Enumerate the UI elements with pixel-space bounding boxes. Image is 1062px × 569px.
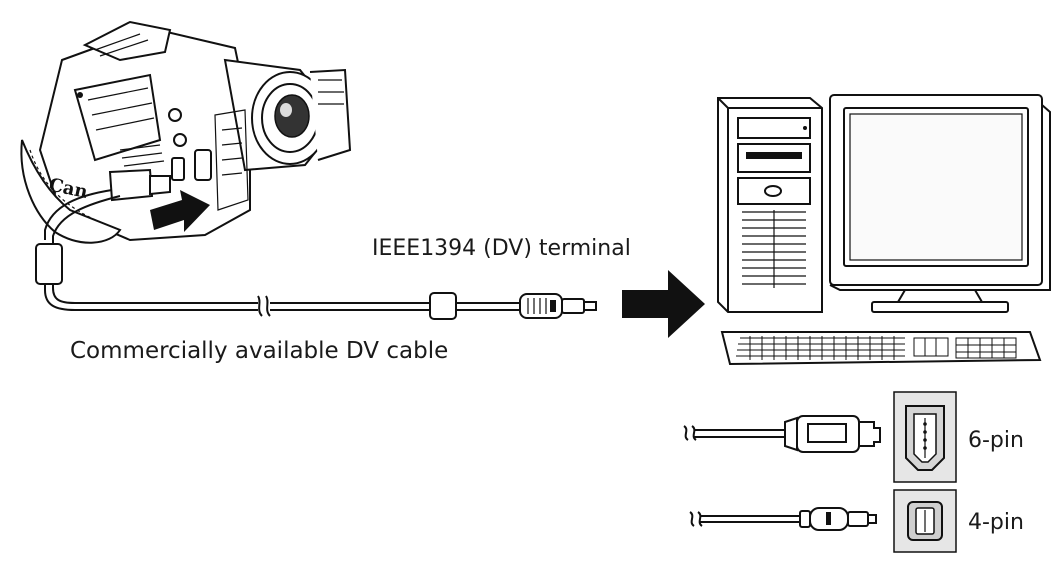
- six-pin-label: 6-pin: [968, 428, 1024, 453]
- arrow-right-icon: [622, 270, 705, 338]
- six-pin-connector: [683, 391, 957, 483]
- terminal-label: IEEE1394 (DV) terminal: [372, 236, 631, 261]
- dv-cable: [35, 189, 597, 320]
- four-pin-label: 4-pin: [968, 510, 1024, 535]
- desktop-computer-icon: [717, 94, 1051, 366]
- four-pin-connector: [689, 489, 957, 553]
- cable-label: Commercially available DV cable: [70, 338, 449, 364]
- camcorder-icon: Can: [20, 20, 352, 244]
